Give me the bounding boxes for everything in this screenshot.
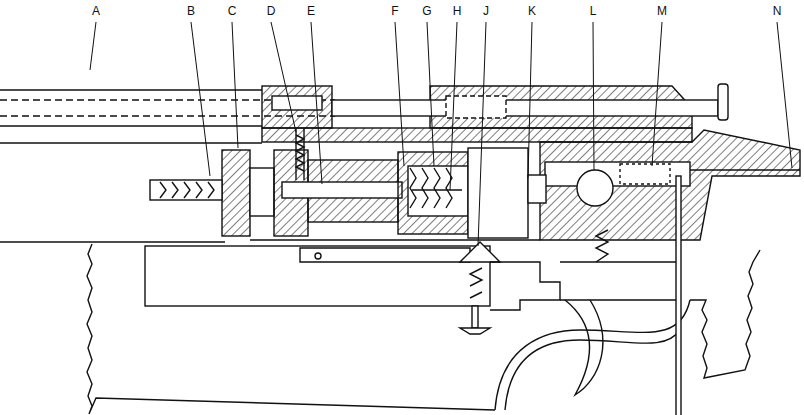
callout-letter: N <box>772 4 783 18</box>
callout-letter: B <box>186 4 196 18</box>
callout-letter: E <box>306 4 316 18</box>
callout-letter: K <box>527 4 537 18</box>
stock-outline <box>690 250 760 378</box>
callout-letter: F <box>390 4 399 18</box>
callout-letter: C <box>227 4 238 18</box>
stock-outline <box>87 244 495 414</box>
leader-lines <box>90 22 792 246</box>
callout-letter: A <box>91 4 101 18</box>
callout-letter: D <box>266 4 277 18</box>
callout-letter: J <box>482 4 490 18</box>
callout-letter: H <box>452 4 463 18</box>
callout-letter: G <box>421 4 432 18</box>
callout-letter: M <box>656 4 668 18</box>
drawing <box>0 84 800 415</box>
callout-letter: L <box>589 4 598 18</box>
